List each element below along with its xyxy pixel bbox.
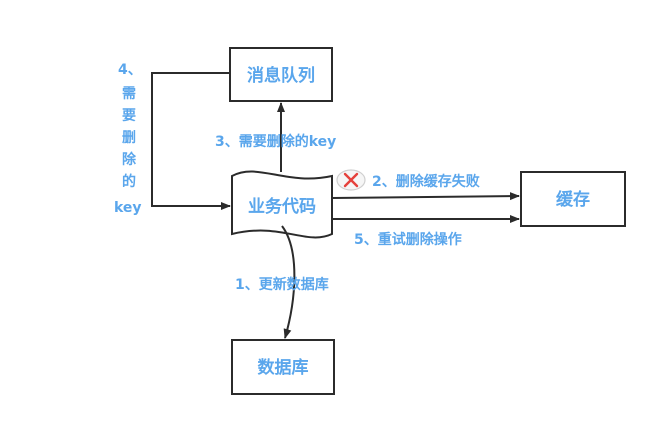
node-business-code[interactable]: 业务代码: [231, 170, 333, 239]
label-update-db: 1、更新数据库: [235, 276, 329, 293]
label-step4-line: 要: [122, 108, 136, 124]
label-delete-cache-fail: 2、删除缓存失败: [372, 173, 481, 190]
label-step4-line: 的: [122, 173, 136, 190]
label-step4-line: key: [114, 200, 142, 216]
node-message-queue[interactable]: 消息队列: [229, 47, 333, 102]
label-step4: 4、 需 要 删 除 的 key: [114, 62, 142, 216]
label-step4-line: 除: [122, 151, 137, 168]
edge-mq-to-business: [151, 72, 231, 210]
edge-delete-cache: [331, 192, 520, 201]
label-step4-line: 4、: [118, 62, 142, 78]
node-database[interactable]: 数据库: [231, 339, 335, 395]
x-circle-icon: [336, 169, 366, 191]
label-step4-line: 需: [122, 85, 136, 102]
label-need-delete-key: 3、需要删除的key: [215, 133, 336, 150]
edge-update-db: [281, 225, 296, 339]
node-message-queue-label: 消息队列: [247, 65, 315, 86]
label-step4-line: 删: [122, 130, 136, 146]
node-cache-label: 缓存: [556, 189, 590, 210]
label-retry-delete: 5、重试删除操作: [354, 231, 462, 248]
node-business-code-label: 业务代码: [248, 196, 316, 217]
node-cache[interactable]: 缓存: [520, 171, 626, 227]
node-database-label: 数据库: [258, 357, 309, 378]
